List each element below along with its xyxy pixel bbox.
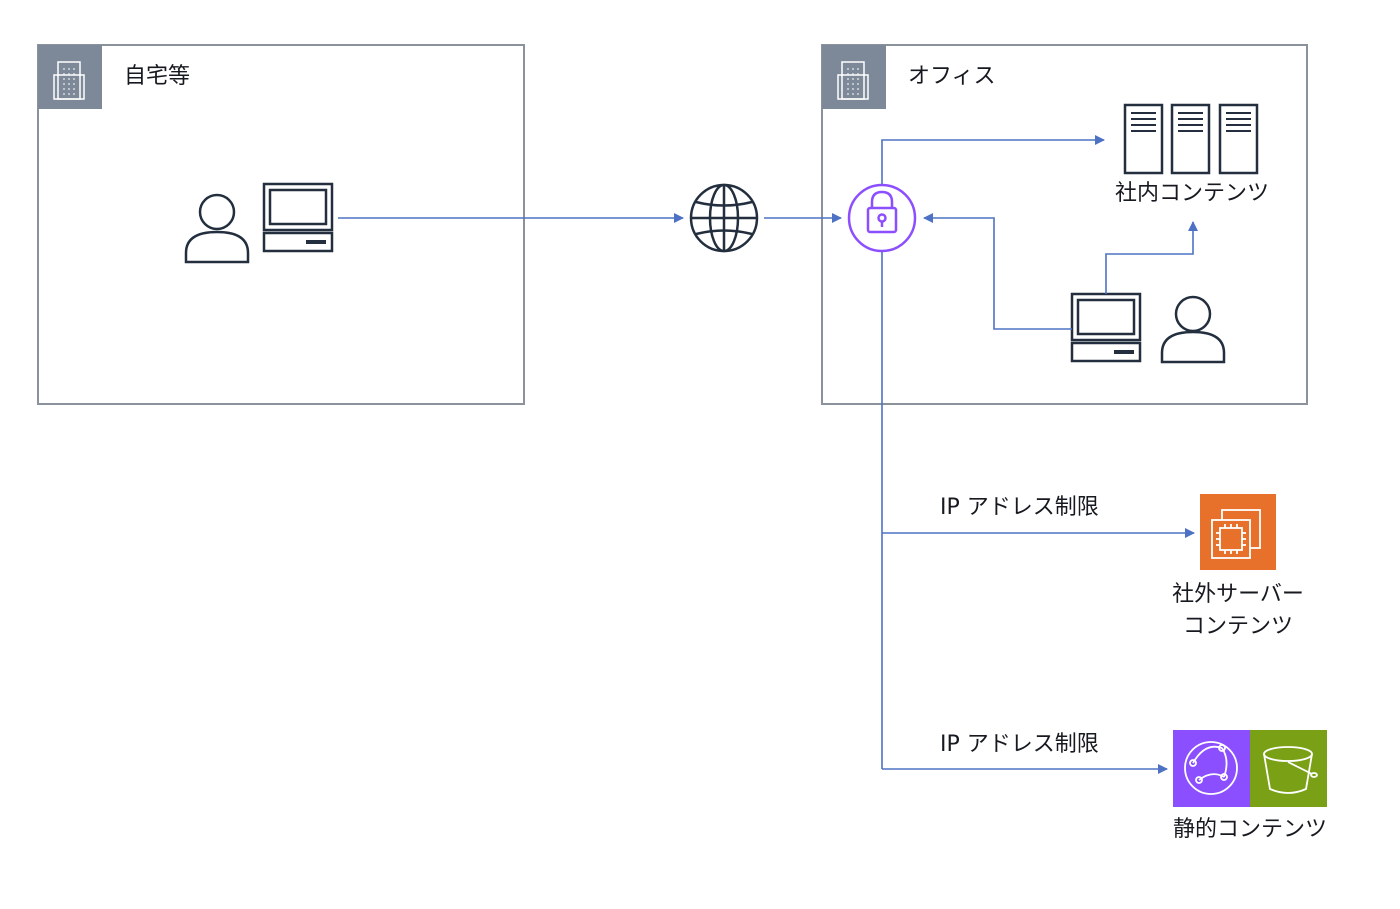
home-group-label: 自宅等 — [124, 64, 191, 89]
home-group — [37, 44, 525, 405]
ip-restriction-label: IP アドレス制限 — [940, 495, 1099, 520]
s3-bucket-icon — [1250, 730, 1327, 807]
office-group-label: オフィス — [908, 64, 996, 89]
edge-client-to-internal — [1105, 221, 1198, 294]
building-icon — [822, 45, 886, 109]
internal-content-label: 社内コンテンツ — [1114, 181, 1269, 206]
edge-vpn-to-internal — [881, 135, 1105, 184]
user-icon — [1160, 295, 1226, 364]
ec2-instances-icon — [1200, 494, 1276, 570]
edge-client-to-vpn — [923, 213, 1072, 330]
desktop-client-icon — [1070, 292, 1142, 363]
connectors — [338, 135, 1198, 774]
user-icon — [184, 193, 250, 264]
external-server-label-line1: 社外サーバー — [1172, 582, 1304, 607]
server-rack-icon — [1123, 103, 1259, 175]
ip-restriction-label: IP アドレス制限 — [940, 732, 1099, 757]
office-group — [821, 44, 1308, 405]
desktop-client-icon — [262, 182, 334, 253]
external-server-label-line2: コンテンツ — [1182, 614, 1293, 639]
globe-icon — [689, 183, 759, 253]
building-icon — [38, 45, 102, 109]
cloudfront-icon — [1173, 730, 1250, 807]
static-content-label: 静的コンテンツ — [1172, 817, 1327, 842]
lock-icon[interactable] — [847, 183, 917, 253]
